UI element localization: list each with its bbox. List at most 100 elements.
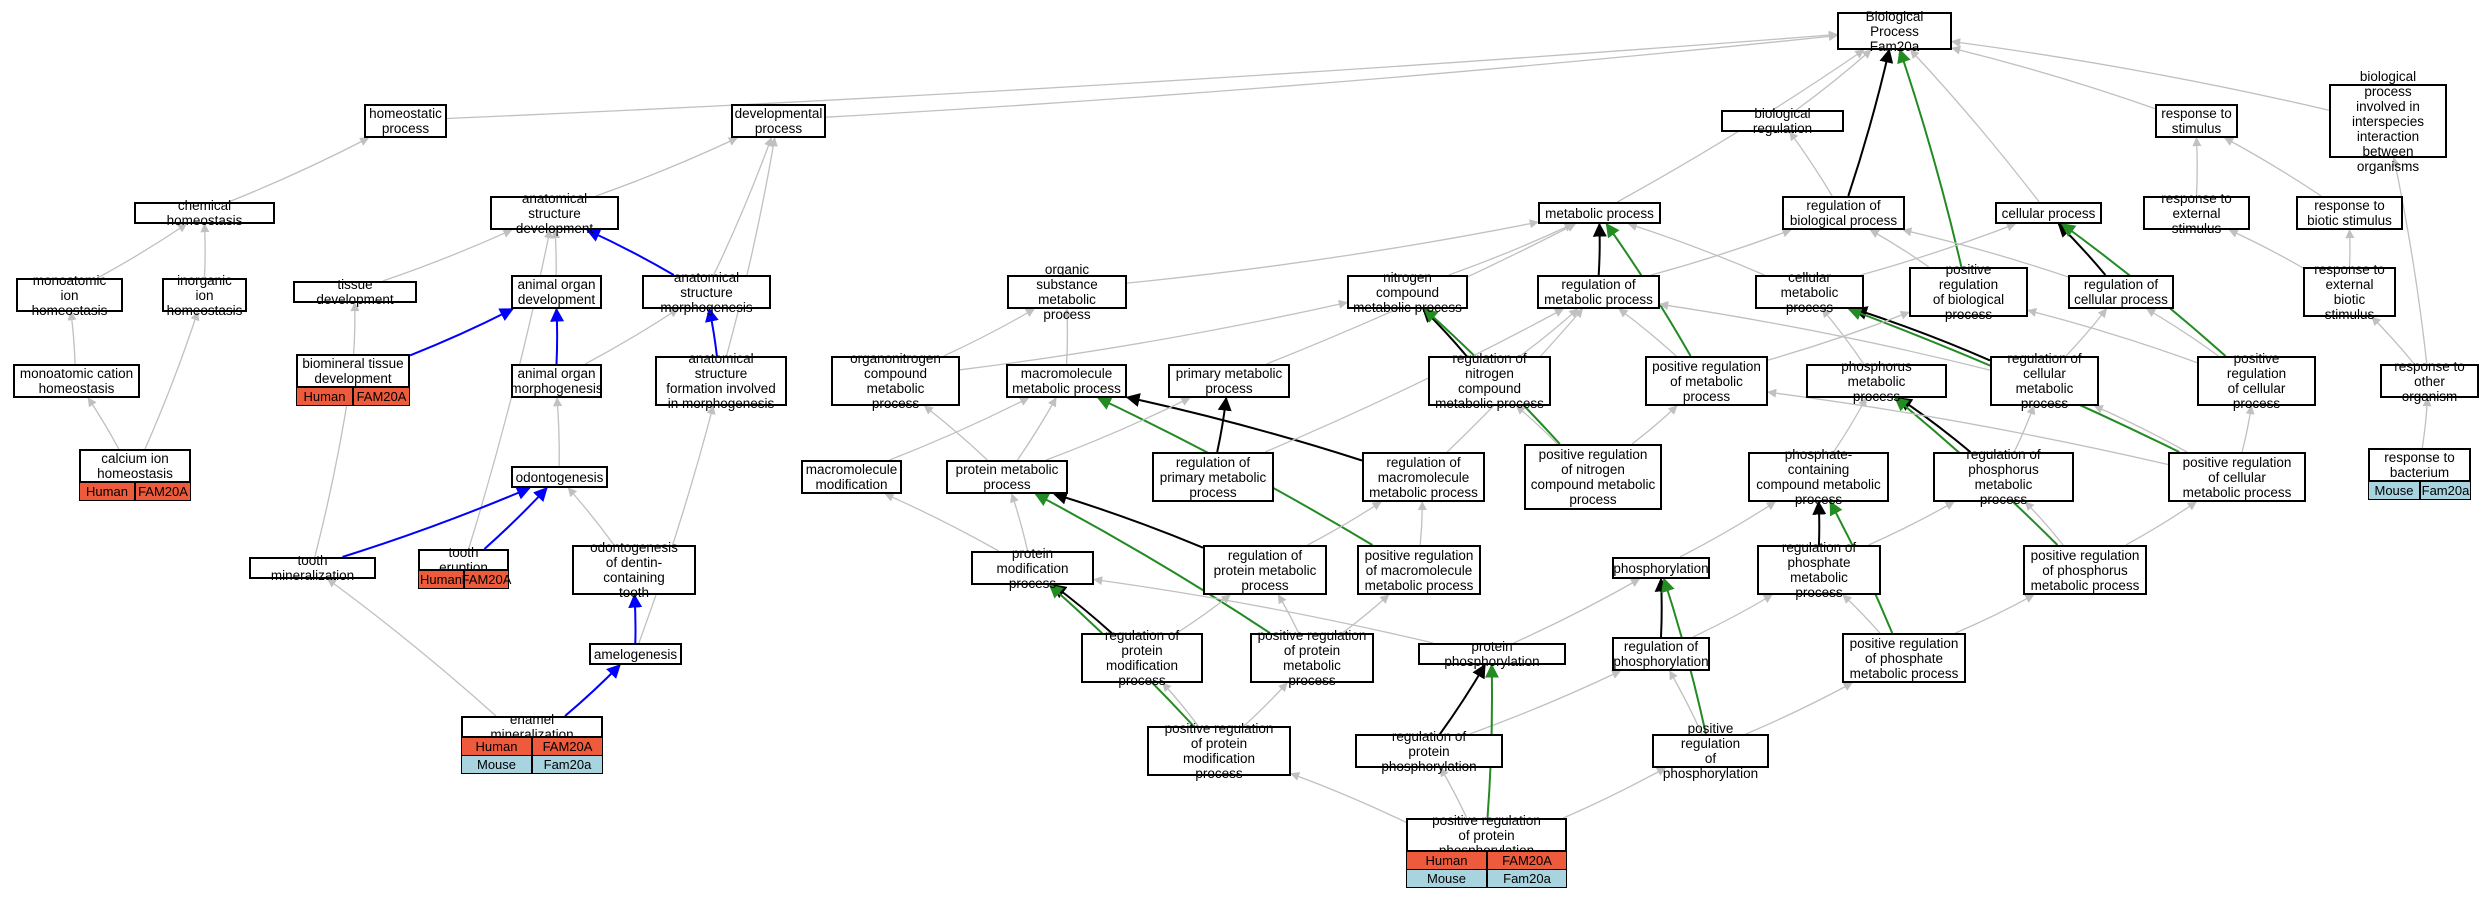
go-term-odonto-dentin[interactable]: odontogenesis of dentin-containing tooth: [572, 540, 696, 600]
edge-regulates: [1812, 500, 1827, 546]
go-term-tissue-dev[interactable]: tissue development: [293, 277, 417, 307]
edge-is-a: [2065, 308, 2107, 357]
go-term-pos-reg-bio[interactable]: positive regulation of biological proces…: [1909, 262, 2028, 322]
go-term-reg-cell[interactable]: regulation of cellular process: [2068, 275, 2174, 309]
go-term-animal-organ-dev[interactable]: animal organ development: [511, 275, 602, 309]
edge-is-a: [2241, 405, 2255, 453]
go-term-protein-phos[interactable]: protein phosphorylation: [1418, 639, 1566, 669]
go-term-cellular[interactable]: cellular process: [1995, 202, 2102, 224]
go-term-inorg-ion[interactable]: inorganic ion homeostasis: [162, 273, 247, 318]
go-term-pos-reg-phosphorus[interactable]: positive regulation of phosphorus metabo…: [2023, 545, 2147, 595]
go-term-resp-bacterium[interactable]: response to bacterium: [2368, 448, 2471, 482]
go-term-animal-organ-morph[interactable]: animal organ morphogenesis: [510, 364, 603, 398]
go-term-reg-primary[interactable]: regulation of primary metabolic process: [1152, 452, 1274, 502]
go-term-metabolic[interactable]: metabolic process: [1538, 202, 1661, 224]
go-term-organonitrogen[interactable]: organonitrogen compound metabolic proces…: [831, 351, 960, 411]
edge-regulates: [1216, 396, 1232, 453]
go-term-pos-reg-nitrogen[interactable]: positive regulation of nitrogen compound…: [1524, 444, 1662, 510]
edge-is-a: [825, 31, 1838, 118]
go-term-reg-phos[interactable]: regulation of phosphorylation: [1612, 637, 1710, 671]
edge-is-a: [1519, 308, 1579, 357]
go-term-resp-ext-biotic[interactable]: response to external biotic stimulus: [2303, 262, 2396, 322]
edge-is-a: [200, 223, 210, 279]
go-term-root[interactable]: Biological Process Fam20a: [1837, 9, 1952, 54]
go-term-tooth-erupt[interactable]: tooth eruption: [418, 545, 509, 575]
go-term-ana-struct-morph[interactable]: anatomical structure morphogenesis: [642, 270, 771, 315]
go-term-pos-reg-phos[interactable]: positive regulation of phosphorylation: [1652, 721, 1769, 781]
go-term-protein-metab[interactable]: protein metabolic process: [946, 460, 1068, 494]
go-term-enamel-min[interactable]: enamel mineralization: [461, 712, 603, 742]
go-term-organic-subst[interactable]: organic substance metabolic process: [1007, 262, 1127, 322]
edge-is-a: [1243, 682, 1288, 727]
go-term-pos-reg-cell-metab[interactable]: positive regulation of cellular metaboli…: [2168, 452, 2306, 502]
go-term-reg-macro[interactable]: regulation of macromolecule metabolic pr…: [1362, 452, 1485, 502]
go-term-macro-mod[interactable]: macromolecule modification: [801, 460, 902, 494]
go-term-resp-stim[interactable]: response to stimulus: [2155, 104, 2238, 138]
edge-is-a: [1902, 227, 2069, 278]
go-term-reg-cell-metab[interactable]: regulation of cellular metabolic process: [1990, 351, 2099, 411]
edge-is-a: [1789, 131, 1833, 197]
edge-is-a: [1513, 578, 1641, 644]
go-term-reg-protein-metab[interactable]: regulation of protein metabolic process: [1203, 545, 1327, 595]
go-term-tooth-min[interactable]: tooth mineralization: [249, 553, 376, 583]
go-term-developmental[interactable]: developmental process: [731, 104, 826, 138]
go-term-pos-reg-phosphate[interactable]: positive regulation of phosphate metabol…: [1842, 633, 1966, 683]
go-term-cell-metab[interactable]: cellular metabolic process: [1755, 270, 1864, 315]
go-term-macromolecule[interactable]: macromolecule metabolic process: [1006, 364, 1127, 398]
go-term-pos-reg-protein-mod[interactable]: positive regulation of protein modificat…: [1147, 721, 1291, 781]
go-term-interspecies[interactable]: biological process involved in interspec…: [2329, 69, 2447, 174]
edge-is-a: [446, 30, 1838, 120]
edge-is-a: [2228, 229, 2304, 269]
edge-part-of: [550, 307, 565, 365]
go-term-pos-reg-metab[interactable]: positive regulation of metabolic process: [1645, 356, 1768, 406]
go-term-reg-protein-mod[interactable]: regulation of protein modification proce…: [1081, 628, 1203, 688]
go-term-phosphorylation[interactable]: phosphorylation: [1612, 557, 1710, 579]
go-term-ana-struct-form[interactable]: anatomical structure formation involved …: [655, 351, 787, 411]
edge-regulates: [1052, 491, 1204, 549]
go-term-calcium[interactable]: calcium ion homeostasis: [79, 449, 191, 483]
go-term-reg-metab[interactable]: regulation of metabolic process: [1537, 275, 1660, 309]
edge-regulates: [1654, 577, 1669, 638]
edge-part-of: [409, 308, 514, 357]
edge-is-a: [2371, 316, 2415, 365]
go-term-biomin-tissue[interactable]: biomineral tissue development: [296, 354, 410, 388]
go-term-chem-homeo[interactable]: chemical homeostasis: [134, 198, 275, 228]
edge-is-a: [1448, 223, 1574, 276]
edge-is-a: [595, 137, 738, 197]
go-term-reg-nitrogen[interactable]: regulation of nitrogen compound metaboli…: [1428, 351, 1551, 411]
edge-is-a: [1909, 49, 2040, 203]
go-term-resp-ext[interactable]: response to external stimulus: [2143, 191, 2250, 236]
annotation-species: Human: [79, 482, 135, 501]
edge-is-a: [1833, 397, 1867, 453]
edge-is-a: [1307, 501, 1382, 546]
edge-is-a: [1767, 388, 2169, 466]
go-term-primary[interactable]: primary metabolic process: [1168, 364, 1290, 398]
go-term-pos-reg-protein-metab[interactable]: positive regulation of protein metabolic…: [1250, 628, 1374, 688]
go-term-reg-bio[interactable]: regulation of biological process: [1782, 196, 1905, 230]
edge-regulates: [1897, 397, 1972, 453]
go-term-reg-phosphate[interactable]: regulation of phosphate metabolic proces…: [1757, 540, 1881, 600]
go-term-pos-reg-protein-phos[interactable]: positive regulation of protein phosphory…: [1406, 813, 1567, 858]
go-term-amelogenesis[interactable]: amelogenesis: [589, 643, 682, 665]
go-term-reg-protein-phos[interactable]: regulation of protein phosphorylation: [1355, 729, 1503, 774]
go-term-phosphorus[interactable]: phosphorus metabolic process: [1806, 359, 1947, 404]
go-term-pos-reg-cell[interactable]: positive regulation of cellular process: [2197, 351, 2316, 411]
edge-is-a: [228, 137, 370, 203]
go-term-pos-reg-macro[interactable]: positive regulation of macromolecule met…: [1357, 545, 1481, 595]
edge-part-of: [628, 593, 643, 644]
go-term-odontogenesis[interactable]: odontogenesis: [511, 466, 608, 488]
go-term-bioreg[interactable]: biological regulation: [1721, 106, 1844, 136]
go-term-protein-mod[interactable]: protein modification process: [971, 546, 1094, 591]
go-term-reg-phosphorus[interactable]: regulation of phosphorus metabolic proce…: [1933, 447, 2074, 507]
go-term-homeostatic[interactable]: homeostatic process: [364, 104, 447, 138]
edge-is-a: [1860, 222, 2017, 276]
go-term-resp-biotic[interactable]: response to biotic stimulus: [2296, 196, 2403, 230]
edge-is-a: [1955, 594, 2035, 634]
go-term-mono-ion[interactable]: monoatomic ion homeostasis: [16, 273, 123, 318]
go-term-mono-cation[interactable]: monoatomic cation homeostasis: [13, 364, 140, 398]
go-term-nitrogen[interactable]: nitrogen compound metabolic process: [1347, 270, 1468, 315]
go-term-resp-other[interactable]: response to other organism: [2380, 359, 2479, 404]
go-term-phosphate-cont[interactable]: phosphate-containing compound metabolic …: [1748, 447, 1889, 507]
edge-is-a: [713, 137, 773, 276]
go-term-ana-struct-dev[interactable]: anatomical structure development: [490, 191, 619, 236]
